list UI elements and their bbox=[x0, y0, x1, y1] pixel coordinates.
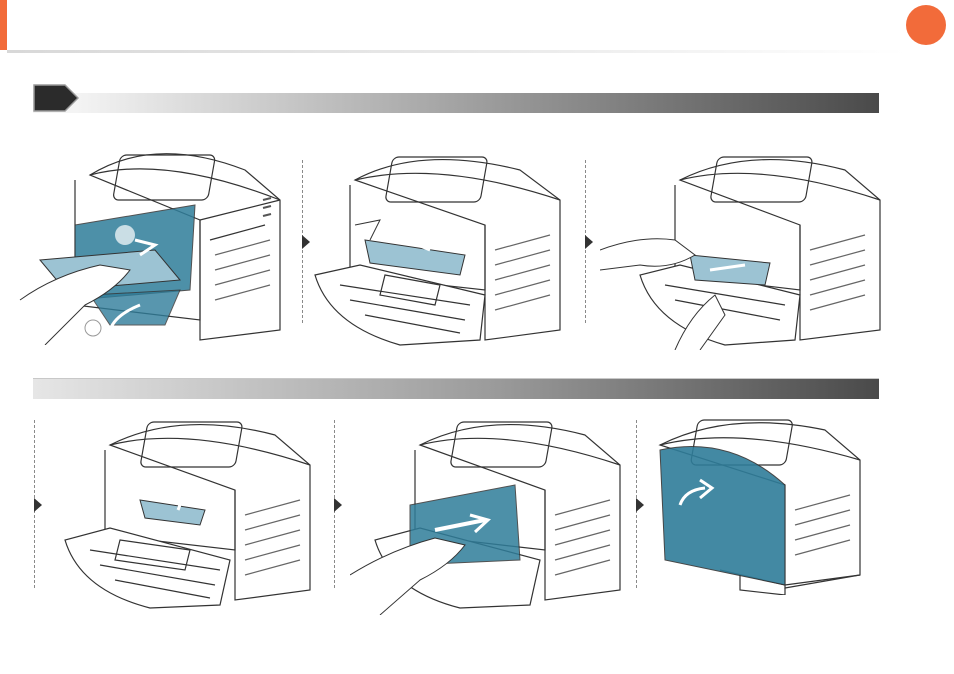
step-bar-1 bbox=[33, 93, 879, 113]
next-arrow-icon bbox=[334, 498, 342, 512]
header-accent-bar bbox=[0, 0, 7, 50]
next-arrow-icon bbox=[585, 235, 593, 249]
next-arrow-icon bbox=[302, 235, 310, 249]
illustration-lower-guide bbox=[60, 410, 325, 610]
next-arrow-icon bbox=[34, 498, 42, 512]
illustration-remove-toner-cartridge bbox=[15, 130, 295, 345]
illustration-reinsert-toner-cartridge bbox=[350, 410, 630, 615]
illustration-locate-jammed-paper bbox=[310, 145, 575, 350]
next-arrow-icon bbox=[636, 498, 644, 512]
header-rule bbox=[7, 50, 907, 53]
page-indicator-dot bbox=[906, 5, 946, 45]
step-arrow-icon bbox=[33, 84, 79, 112]
illustration-close-front-cover bbox=[650, 410, 875, 595]
step-bar-2 bbox=[33, 378, 879, 399]
illustration-pull-out-jammed-paper bbox=[600, 145, 890, 350]
